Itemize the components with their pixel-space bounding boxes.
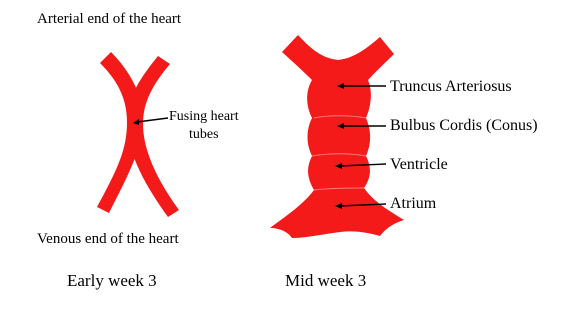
fusing-heart-tubes [97,52,179,217]
caption-mid-week-3: Mid week 3 [285,272,366,289]
venous-end-label: Venous end of the heart [37,232,179,247]
truncus-label: Truncus Arteriosus [390,79,512,95]
bulbus-label: Bulbus Cordis (Conus) [390,118,538,134]
ventricle-label: Ventricle [390,157,448,173]
right-heart-tube [127,56,179,217]
fusing-label-line1: Fusing heart [169,110,239,124]
heart-tube-body [270,35,404,238]
caption-early-week-3: Early week 3 [67,272,157,289]
arterial-end-label: Arterial end of the heart [37,12,181,27]
atrium-label: Atrium [390,196,436,212]
fusing-label-line2: tubes [189,128,219,142]
primitive-heart-tube [270,35,404,238]
